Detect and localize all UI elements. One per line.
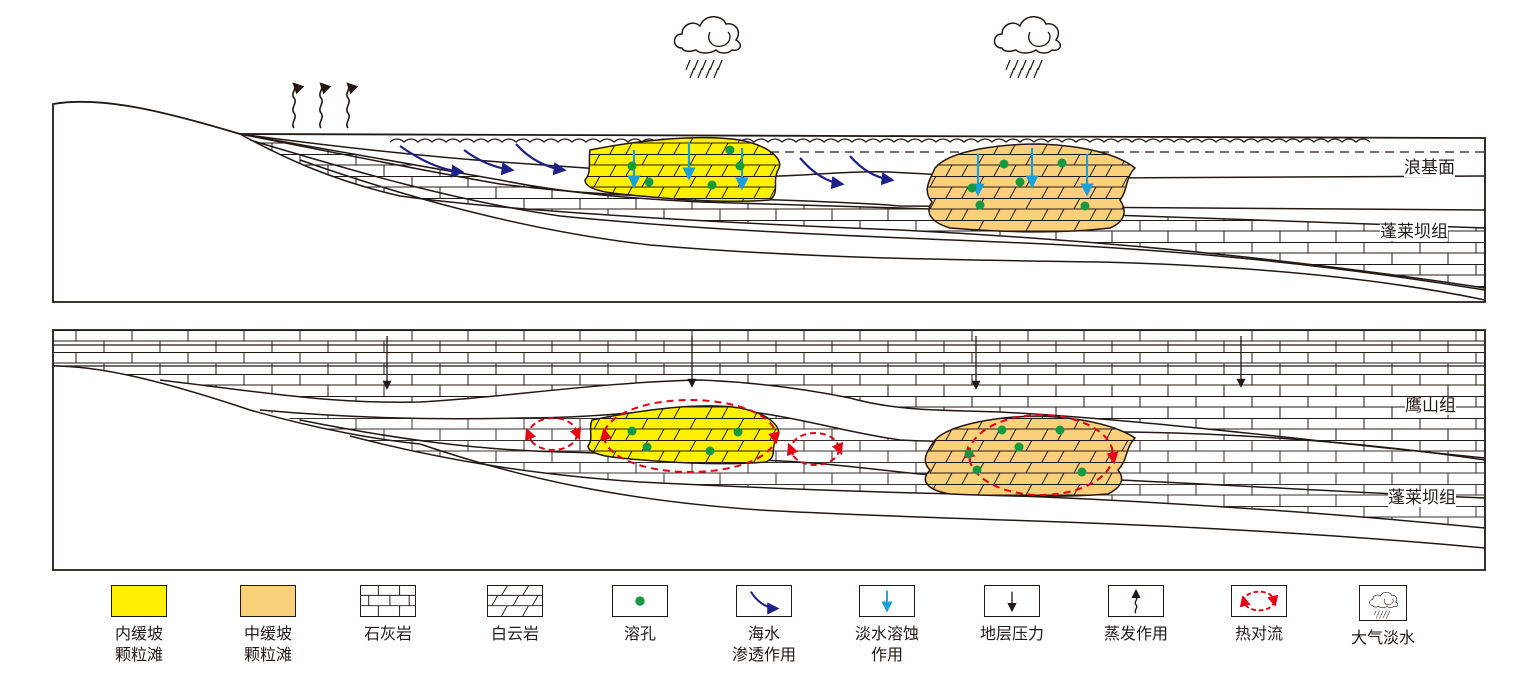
penglaiba-label-upper: 蓬莱坝组	[1380, 222, 1448, 242]
legend-item-evaporation: 蒸发作用	[1071, 585, 1201, 644]
yingshan-label: 鹰山组	[1405, 396, 1456, 416]
penglaiba-label-lower: 蓬莱坝组	[1388, 488, 1456, 508]
circular-arrows-icon	[1239, 590, 1279, 612]
legend-item-seawater: 海水渗透作用	[699, 585, 829, 665]
upper-panel	[52, 15, 1486, 303]
wave-base-label: 浪基面	[1404, 158, 1455, 178]
rain-cloud-icon	[1369, 591, 1398, 619]
legend-item-pressure: 地层压力	[947, 585, 1077, 644]
legend-item-meteoric: 大气淡水	[1318, 585, 1448, 648]
legend-item-inner-ramp: 内缓坡颗粒滩	[74, 585, 204, 665]
curved-arrow-icon	[749, 591, 780, 615]
slanted-brick-pattern-swatch	[487, 585, 543, 617]
lower-panel	[52, 329, 1486, 571]
orange-fill-swatch	[240, 585, 296, 617]
yellow-fill-swatch	[111, 585, 167, 617]
legend-item-limestone: 石灰岩	[323, 585, 453, 644]
wavy-arrow-icon	[1131, 588, 1141, 614]
brick-pattern-swatch	[360, 585, 416, 617]
legend-item-dolomite: 白云岩	[450, 585, 580, 644]
legend-item-middle-ramp: 中缓坡颗粒滩	[203, 585, 333, 665]
dot-icon	[635, 596, 645, 606]
legend: 内缓坡颗粒滩 中缓坡颗粒滩 石灰岩 白云岩 溶孔 海水渗透作用 淡水溶蚀作用	[0, 585, 1514, 685]
diagram-canvas	[52, 15, 1486, 571]
legend-item-freshwater: 淡水溶蚀作用	[822, 585, 952, 665]
legend-item-convection: 热对流	[1194, 585, 1324, 644]
legend-item-vug: 溶孔	[575, 585, 705, 644]
